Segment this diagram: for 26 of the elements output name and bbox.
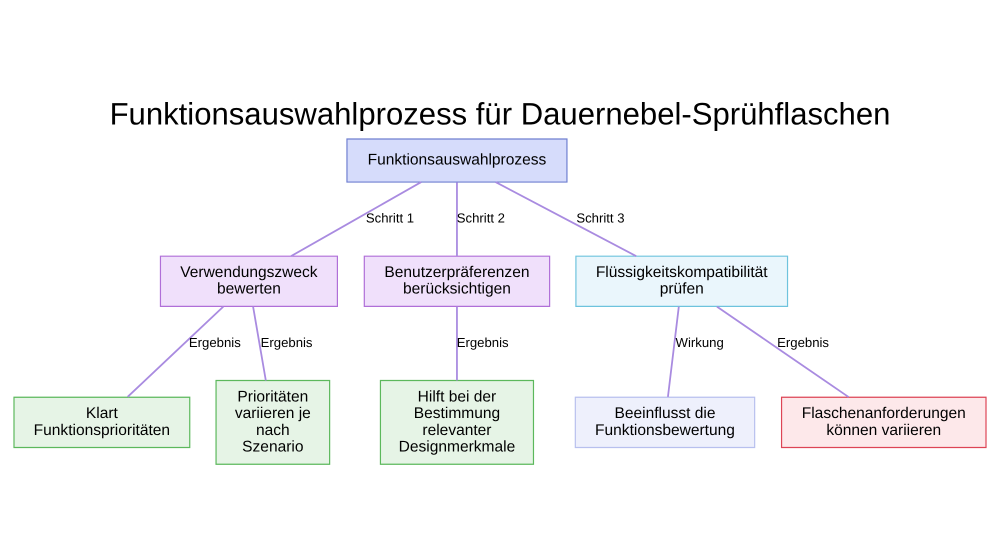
diagram-title: Funktionsauswahlprozess für Dauernebel-Sprühflaschen bbox=[110, 96, 890, 131]
connector bbox=[716, 305, 850, 398]
connector bbox=[495, 180, 637, 256]
node-box: Klart Funktionsprioritäten bbox=[13, 396, 190, 448]
node-box: Funktionsauswahlprozess bbox=[346, 138, 568, 182]
edge-label: Schritt 3 bbox=[576, 210, 625, 225]
connector bbox=[456, 306, 458, 380]
edge-label: Ergebnis bbox=[260, 334, 313, 350]
node-box: Verwendungszweck bewerten bbox=[160, 255, 338, 306]
node-box: Prioritäten variieren je nach Szenario bbox=[215, 379, 330, 464]
connector bbox=[456, 182, 458, 256]
edge-label: Schritt 1 bbox=[366, 210, 414, 225]
node-box: Beeinflusst die Funktionsbewertung bbox=[574, 396, 756, 448]
connector bbox=[290, 180, 422, 256]
connector bbox=[667, 306, 680, 396]
connector bbox=[127, 306, 224, 397]
node-box: Benutzerpräferenzen berücksichtigen bbox=[364, 255, 550, 306]
connector bbox=[252, 306, 267, 380]
node-box: Flüssigkeitskompatibilität prüfen bbox=[575, 255, 788, 306]
edge-label: Ergebnis bbox=[188, 334, 241, 350]
node-box: Flaschenanforderungen können variieren bbox=[780, 396, 987, 448]
edge-label: Ergebnis bbox=[777, 334, 830, 350]
node-box: Hilft bei der Bestimmung relevanter Designmerkmale bbox=[380, 379, 534, 464]
edge-label: Schritt 2 bbox=[456, 210, 505, 225]
edge-label: Wirkung bbox=[676, 334, 724, 350]
edge-label: Ergebnis bbox=[456, 334, 509, 350]
